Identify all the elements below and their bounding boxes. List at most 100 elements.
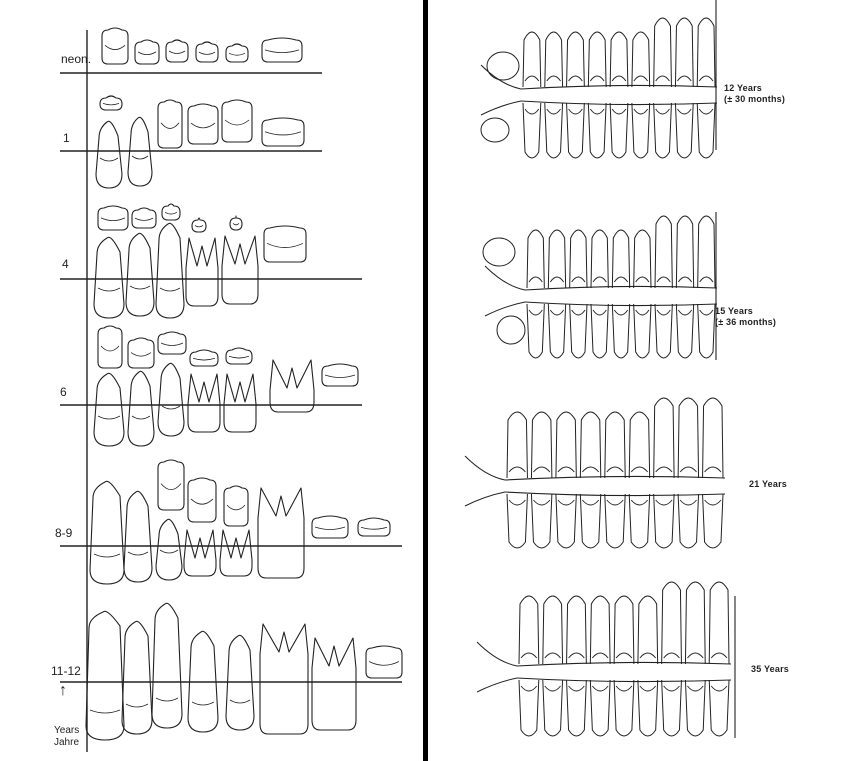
upper-tooth-12-6 xyxy=(654,18,672,87)
crown-bud-neon-4-rim xyxy=(229,53,245,55)
upper-tooth-35-5 xyxy=(638,596,658,664)
ramus-lower-21 xyxy=(465,492,505,506)
upper-tooth-21-1 xyxy=(531,412,551,478)
tooth-6-3 xyxy=(188,374,220,432)
upper-crown-21-2 xyxy=(558,467,574,472)
lower-tooth-21-7 xyxy=(678,494,698,548)
upper-tooth-21-4 xyxy=(605,412,625,478)
ramus-upper-21 xyxy=(465,456,505,480)
crown-11-molar xyxy=(366,646,402,678)
stage-label-21-years: 21 Years xyxy=(749,479,787,490)
tooth-11-4-cej xyxy=(230,700,250,703)
upper-tooth-12-4 xyxy=(610,32,628,87)
upper-crown-35-7 xyxy=(687,653,703,658)
upper-tooth-35-1 xyxy=(543,596,563,664)
tooth-6-1-cej xyxy=(132,416,150,419)
lower-tooth-35-8 xyxy=(709,680,729,736)
stage-label-15-years: 15 Years (± 36 months) xyxy=(715,306,776,328)
lower-tooth-35-5 xyxy=(638,680,658,736)
lower-crown-15-7 xyxy=(678,310,691,315)
stage-label-35-years-age: 35 Years xyxy=(751,664,789,675)
lower-crown-12-7 xyxy=(677,109,691,114)
tooth-6-1 xyxy=(128,371,154,446)
tooth-11-6 xyxy=(312,638,356,730)
lower-crown-35-6 xyxy=(664,686,680,691)
crown-bud-4-2-rim xyxy=(165,212,177,214)
upper-tooth-35-3 xyxy=(590,596,610,664)
crown-bud-6-4 xyxy=(226,348,252,364)
tooth-4-2-cej xyxy=(160,288,180,291)
occlusal-lower-12 xyxy=(521,101,717,105)
crown-8-molar-a-rim xyxy=(315,527,345,530)
crown-bud-4-1-rim xyxy=(135,218,153,220)
stage-label-15-years-age: 15 Years xyxy=(715,306,776,317)
upper-crown-15-2 xyxy=(572,277,585,282)
tooth-6-5 xyxy=(270,360,314,412)
lower-crown-35-8 xyxy=(711,686,727,691)
upper-crown-21-0 xyxy=(509,467,525,472)
lower-crown-15-5 xyxy=(636,310,649,315)
crown-8-canine-rim xyxy=(161,484,181,490)
age-label-1: 1 xyxy=(63,131,70,145)
upper-tooth-21-3 xyxy=(580,412,600,478)
lower-tooth-35-0 xyxy=(519,680,539,736)
unerupted-crown-15-upper xyxy=(483,238,515,266)
upper-tooth-21-6 xyxy=(654,398,674,478)
tooth-11-0-cej xyxy=(90,710,120,713)
upper-crown-12-2 xyxy=(569,76,583,81)
age-label-11-12: 11-12 xyxy=(51,664,81,678)
lower-crown-12-8 xyxy=(699,109,713,114)
tooth-4-3 xyxy=(186,238,218,306)
lower-tooth-21-4 xyxy=(605,494,625,548)
unerupted-crown-12-lower xyxy=(481,118,509,142)
tooth-4-1 xyxy=(126,233,154,316)
upper-crown-15-1 xyxy=(550,277,563,282)
crown-6-molar-rim xyxy=(325,375,355,378)
upper-tooth-12-1 xyxy=(545,32,563,87)
crown-1-molar-b-rim xyxy=(225,120,249,125)
crown-4-molar xyxy=(264,226,306,262)
crown-bud-4-3 xyxy=(192,218,206,232)
lower-crown-12-1 xyxy=(547,109,561,114)
upper-tooth-15-2 xyxy=(570,230,587,288)
tooth-11-3-cej xyxy=(192,702,214,705)
ramus-lower-12 xyxy=(481,101,521,115)
lower-tooth-12-8 xyxy=(697,103,715,158)
tooth-11-2-cej xyxy=(156,698,178,701)
upper-crown-21-6 xyxy=(656,467,672,472)
occlusal-lower-35 xyxy=(517,678,731,682)
lower-tooth-15-8 xyxy=(698,304,715,358)
crown-bud-6-2-rim xyxy=(161,343,183,346)
incisor-1-0-cej xyxy=(100,158,118,161)
tooth-development-chart: neon. 1 4 6 8-9 11-12 ↑ Years Jahre xyxy=(0,0,428,761)
crown-bud-neon-2-rim xyxy=(169,51,185,54)
lower-crown-35-0 xyxy=(521,686,537,691)
crown-1-molar-a-rim xyxy=(191,123,215,128)
upper-tooth-35-0 xyxy=(519,596,539,664)
axis-label-jahre: Jahre xyxy=(54,738,79,748)
occlusal-lower-15 xyxy=(525,302,717,306)
lower-crown-15-2 xyxy=(572,310,585,315)
unerupted-crown-12-upper xyxy=(487,52,519,80)
lower-tooth-35-6 xyxy=(662,680,682,736)
upper-crown-35-5 xyxy=(640,653,656,658)
tooth-6-2 xyxy=(158,363,184,436)
lower-crown-21-7 xyxy=(680,500,696,505)
crown-8-molar-b-rim xyxy=(361,527,387,529)
crown-1-canine-rim xyxy=(161,123,179,129)
dentition-drawing xyxy=(433,0,841,761)
lower-tooth-12-2 xyxy=(567,103,585,158)
crown-1-molar-c xyxy=(262,118,304,146)
tooth-6-2-cej xyxy=(162,406,180,409)
crown-bud-6-1-rim xyxy=(131,353,151,357)
tooth-4-0 xyxy=(94,237,124,318)
upper-crown-21-4 xyxy=(607,467,623,472)
lower-tooth-35-7 xyxy=(685,680,705,736)
upper-tooth-35-7 xyxy=(685,582,705,664)
crown-8-pm1-rim xyxy=(191,499,213,504)
lower-crown-21-0 xyxy=(509,500,525,505)
tooth-8-1 xyxy=(124,491,152,582)
lower-tooth-21-6 xyxy=(654,494,674,548)
occlusal-upper-21 xyxy=(505,476,725,480)
tooth-6-0 xyxy=(94,373,124,446)
